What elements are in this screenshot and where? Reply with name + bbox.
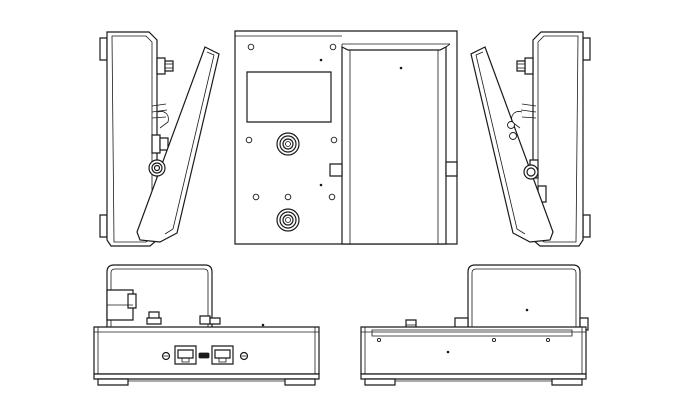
top-bracket-panel — [342, 47, 446, 244]
top-screw-icon-3 — [246, 137, 252, 143]
right-hinge-hatch — [521, 104, 536, 118]
top-view — [235, 31, 457, 244]
front-screw-icon-left — [163, 353, 170, 360]
top-screw-icon-7 — [329, 194, 335, 200]
right-panel-inner-edge — [476, 52, 525, 234]
rear-bracket-inner — [472, 269, 576, 327]
rear-base-plate — [361, 374, 586, 379]
top-screw-icon-6 — [285, 194, 291, 200]
rear-screw-icon-2 — [492, 338, 495, 341]
top-footswitch-upper — [277, 133, 299, 155]
right-side-view — [471, 32, 590, 246]
front-bracket-inner — [111, 269, 208, 327]
left-foot-tab-top — [100, 38, 107, 60]
left-hinge-arc — [158, 111, 168, 128]
front-knob-1 — [147, 312, 161, 324]
front-foot-left — [98, 379, 128, 385]
left-connector-mid — [152, 135, 168, 153]
top-screw-icon-5 — [253, 194, 259, 200]
front-ethernet-port-icon-2 — [212, 346, 233, 364]
right-screw-icon-1 — [508, 122, 515, 129]
top-right-fastener — [446, 162, 457, 176]
rear-foot-left — [365, 379, 395, 385]
front-base-plate — [94, 374, 319, 379]
top-screw-icon-2 — [330, 44, 336, 50]
front-ethernet-port-icon-1 — [175, 346, 196, 364]
front-cable-clip — [128, 294, 136, 308]
left-connector-top — [157, 58, 173, 74]
left-panel-inner-edge — [165, 52, 214, 234]
front-knob-2 — [200, 316, 220, 324]
top-display-window — [247, 72, 331, 122]
top-connector-nub — [330, 164, 342, 176]
front-usb-port-icon — [199, 353, 209, 358]
left-side-view — [100, 32, 219, 246]
right-jack-icon — [524, 165, 538, 179]
rear-bracket — [468, 265, 580, 327]
rear-slot-rail — [372, 330, 572, 336]
left-jack-icon — [149, 160, 165, 176]
top-screw-icon-4 — [331, 137, 337, 143]
right-hinged-panel — [471, 47, 553, 242]
rear-body — [361, 327, 586, 374]
right-connector-top — [517, 58, 533, 74]
rear-screw-icon-1 — [377, 338, 380, 341]
rear-foot-right — [552, 379, 582, 385]
top-screw-icon-1 — [248, 44, 254, 50]
left-body-profile — [107, 32, 157, 246]
top-footswitch-lower — [277, 209, 299, 231]
right-screw-icon-2 — [510, 133, 517, 140]
left-foot-tab-bottom — [100, 215, 107, 237]
front-screw-icon-right — [241, 353, 248, 360]
right-foot-tab-top — [583, 38, 590, 60]
rear-screw-icon-3 — [546, 338, 549, 341]
front-body — [94, 327, 319, 374]
left-hinge-hatch — [152, 104, 167, 118]
right-foot-tab-bottom — [583, 215, 590, 237]
front-view — [94, 265, 319, 385]
left-hinged-panel — [137, 47, 219, 242]
rear-view — [361, 265, 588, 385]
front-foot-right — [285, 379, 315, 385]
